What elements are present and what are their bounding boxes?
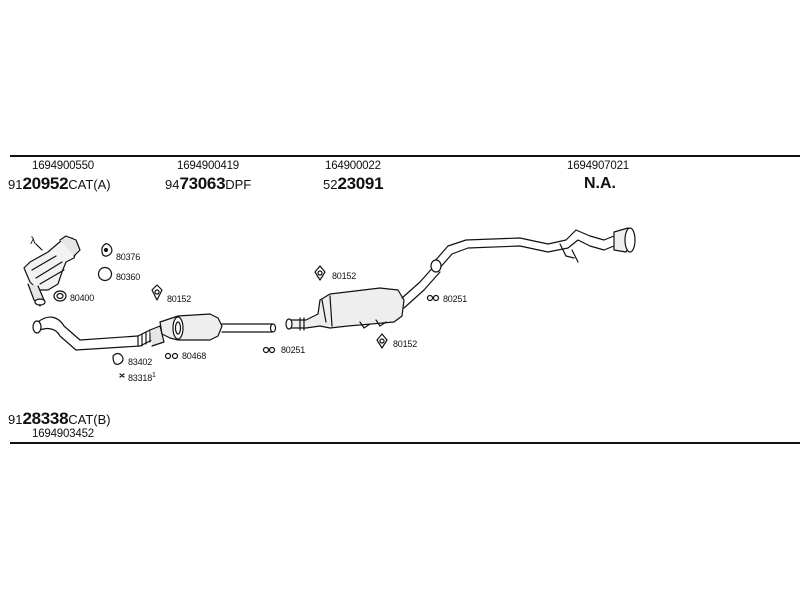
part-number-1[interactable]: 9120952CAT(A) bbox=[8, 174, 111, 194]
part-prefix: 91 bbox=[8, 177, 23, 192]
part-suffix: DPF bbox=[225, 177, 252, 192]
label-80376: 80376 bbox=[116, 252, 141, 262]
front-pipe[interactable] bbox=[32, 316, 165, 351]
gasket-icon-80376[interactable] bbox=[101, 243, 113, 257]
oe-number-3: 164900022 bbox=[325, 160, 381, 172]
part-suffix: CAT(A) bbox=[68, 177, 111, 192]
clamp-icon-80251-a[interactable] bbox=[262, 346, 276, 354]
oe-number-4: 1694907021 bbox=[567, 160, 629, 172]
not-available-label: N.A. bbox=[584, 175, 616, 192]
label-83318-text: 83318 bbox=[128, 373, 153, 383]
part-prefix: 94 bbox=[165, 177, 180, 192]
part-number-bottom[interactable]: 9128338CAT(B) bbox=[8, 409, 111, 429]
ring-icon-80360[interactable] bbox=[97, 266, 113, 282]
label-80251-b: 80251 bbox=[443, 294, 468, 304]
oe-number-bottom: 1694903452 bbox=[32, 428, 94, 440]
catalytic-converter-a[interactable] bbox=[23, 235, 81, 307]
clamp-icon-80152-b[interactable] bbox=[314, 265, 326, 281]
part-main: 23091 bbox=[337, 174, 384, 193]
label-80152-a: 80152 bbox=[167, 294, 192, 304]
label-80400: 80400 bbox=[70, 293, 95, 303]
oe-number-2: 1694900419 bbox=[177, 160, 239, 172]
label-80152-b: 80152 bbox=[332, 271, 357, 281]
part-main: 73063 bbox=[179, 174, 226, 193]
ring-icon-80400[interactable] bbox=[53, 290, 67, 302]
label-83402: 83402 bbox=[128, 357, 153, 367]
clamp-icon-83402[interactable] bbox=[112, 352, 124, 365]
top-divider bbox=[10, 155, 800, 157]
part-number-3[interactable]: 5223091 bbox=[323, 174, 384, 194]
bottom-divider bbox=[10, 442, 800, 444]
rear-tail-pipe[interactable] bbox=[430, 227, 636, 273]
part-prefix: 52 bbox=[323, 177, 338, 192]
label-80251-a: 80251 bbox=[281, 345, 306, 355]
part-number-2[interactable]: 9473063DPF bbox=[165, 174, 251, 194]
clamp-icon-80251-b[interactable] bbox=[426, 294, 440, 302]
middle-silencer[interactable] bbox=[285, 263, 441, 331]
clamp-icon-80152-a[interactable] bbox=[151, 284, 163, 301]
oe-number-1: 1694900550 bbox=[32, 160, 94, 172]
label-83318-sup: 1 bbox=[152, 372, 156, 379]
diesel-particulate-filter[interactable] bbox=[159, 313, 277, 341]
label-80360: 80360 bbox=[116, 272, 141, 282]
part-suffix: CAT(B) bbox=[68, 412, 111, 427]
label-80468: 80468 bbox=[182, 351, 207, 361]
label-83318: 833181 bbox=[128, 372, 156, 383]
bolt-icon-83318[interactable] bbox=[119, 373, 125, 378]
bolt-icon-80468[interactable] bbox=[164, 352, 179, 360]
part-main: 20952 bbox=[22, 174, 69, 193]
label-80152-c: 80152 bbox=[393, 339, 418, 349]
lambda-sensor-symbol: λ bbox=[30, 236, 36, 247]
part-main: 28338 bbox=[22, 409, 69, 428]
clamp-icon-80152-c[interactable] bbox=[376, 333, 388, 349]
part-prefix: 91 bbox=[8, 412, 23, 427]
